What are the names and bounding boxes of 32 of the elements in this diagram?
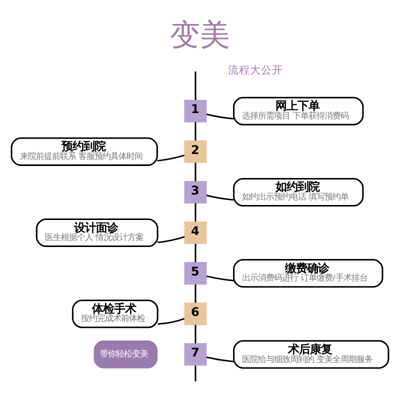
connector (194, 203, 196, 222)
connector (194, 324, 196, 344)
node-box: 5 (184, 262, 207, 285)
node-box: 3 (184, 180, 207, 204)
connector (194, 366, 196, 382)
connector (206, 356, 234, 362)
connector (206, 114, 234, 120)
node-box: 设计面诊 医生根据个人 情况设计方案 (36, 218, 158, 248)
node-box: 7 (184, 343, 207, 366)
connector (194, 244, 196, 262)
node-box: 2 (184, 140, 207, 163)
node-box: 如约到院 如约出示预约电话 填写预约单 (233, 178, 364, 206)
node-box: 带你轻松变美 (94, 340, 158, 368)
connector (157, 154, 185, 162)
node-box: 网上下单 选择所需项目 下单获得消费码 (233, 96, 364, 126)
connector (194, 122, 196, 141)
connector (206, 275, 234, 282)
connector (158, 318, 185, 325)
label: 流程大公开 (228, 64, 284, 76)
connector (194, 162, 196, 182)
connector (158, 236, 185, 244)
connector (194, 71, 196, 100)
node-box: 缴费确诊 出示消费码进行 订单缴费/手术排台 (233, 259, 384, 288)
node-box: 1 (184, 100, 207, 122)
connector (194, 284, 196, 303)
connector (206, 194, 234, 201)
node-box: 4 (184, 222, 207, 244)
node-box: 6 (184, 302, 207, 326)
node-box: 体检手术 按约完成术前体检 (72, 300, 158, 328)
diagram-title: 变美 (170, 18, 230, 54)
node-box: 预约到院 来院前提前联系 客服预约具体时间 (10, 137, 158, 166)
node-box: 术后康复 医院给与细致周到的 变美全周期服务 (233, 340, 390, 369)
